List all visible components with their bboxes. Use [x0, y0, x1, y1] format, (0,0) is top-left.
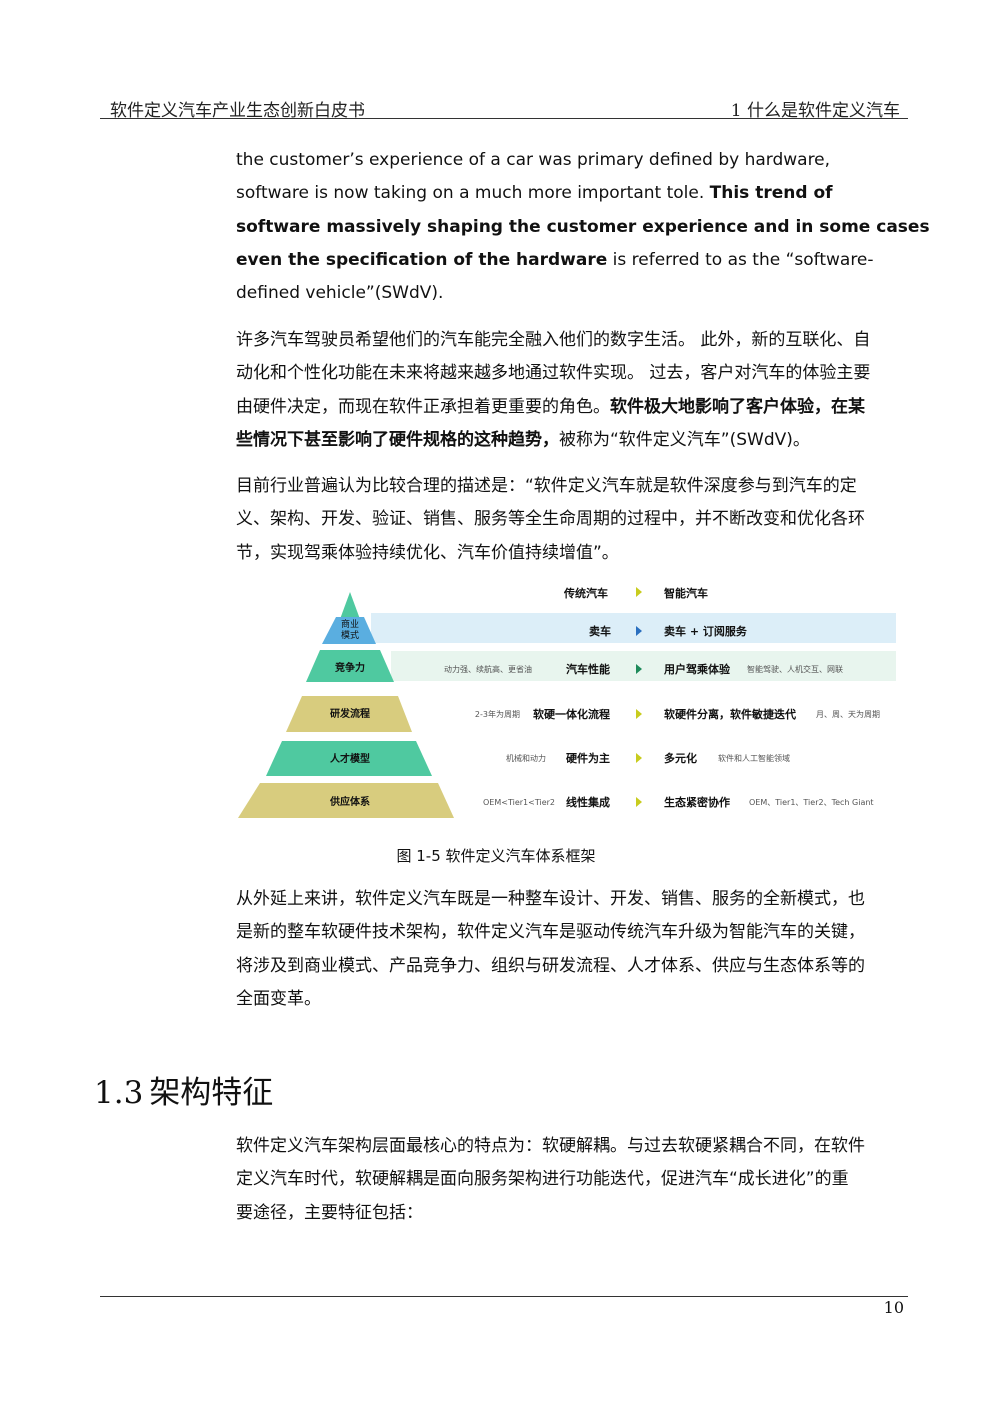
text-line: 目前行业普遍认为比较合理的描述是：“软件定义汽车就是软件深度参与到汽车的定 [236, 476, 857, 496]
text-line: 节，实现驾乘体验持续优化、汽车价值持续增值”。 [236, 542, 619, 563]
paragraph-cn-3: 从外延上来讲，软件定义汽车既是一种整车设计、开发、销售、服务的全新模式，也 是新… [236, 883, 896, 1016]
text-line: 要途径，主要特征包括： [236, 1202, 423, 1223]
tier-label: 人才模型 [330, 752, 370, 765]
text-line: even the specification of the hardware i… [236, 249, 874, 270]
text-line: software massively shaping the customer … [236, 216, 930, 237]
tier-label: 商业 [341, 618, 359, 630]
row-left-label: 硬件为主 [566, 751, 610, 765]
arrow-icon [636, 626, 642, 636]
row-left-label: 软硬一体化流程 [533, 707, 610, 721]
row-right-note: 软件和人工智能领域 [718, 753, 790, 763]
text-line: 从外延上来讲，软件定义汽车既是一种整车设计、开发、销售、服务的全新模式，也 [236, 889, 865, 909]
row-left-note: OEM<Tier1<Tier2 [483, 798, 555, 807]
tier-rd-process [286, 696, 412, 732]
row-right-note: 智能驾驶、人机交互、网联 [747, 664, 843, 674]
arrow-icon [636, 753, 642, 763]
tier-label: 模式 [341, 629, 359, 641]
paragraph-english: the customer’s experience of a car was p… [236, 144, 930, 310]
row-left-label: 卖车 [589, 624, 611, 638]
arrow-icon [636, 797, 642, 807]
text-line: 全面变革。 [236, 988, 321, 1009]
header-rule [100, 118, 908, 119]
row-right-note: OEM、Tier1、Tier2、Tech Giant [749, 798, 874, 807]
figure-caption: 图 1-5 软件定义汽车体系框架 [396, 847, 596, 865]
band-business [371, 613, 896, 643]
row-right-note: 月、周、天为周期 [816, 709, 880, 719]
paragraph-cn-1: 许多汽车驾驶员希望他们的汽车能完全融入他们的数字生活。 此外，新的互联化、自 动… [236, 324, 896, 457]
tier-competitiveness [306, 650, 394, 682]
arrow-icon [636, 709, 642, 719]
row-left-label: 汽车性能 [566, 662, 610, 676]
paragraph-cn-2: 目前行业普遍认为比较合理的描述是：“软件定义汽车就是软件深度参与到汽车的定 义、… [236, 470, 896, 570]
row-right-label: 多元化 [664, 751, 697, 765]
tier-label: 竞争力 [334, 661, 365, 674]
text-line: software is now taking on a much more im… [236, 183, 833, 204]
text-line: 许多汽车驾驶员希望他们的汽车能完全融入他们的数字生活。 此外，新的互联化、自 [236, 330, 871, 350]
running-header-chapter: 1 什么是软件定义汽车 [730, 101, 900, 121]
tier-business-model [322, 617, 376, 644]
text-line: 将涉及到商业模式、产品竞争力、组织与研发流程、人才体系、供应与生态体系等的 [236, 955, 865, 976]
column-header-smart: 智能汽车 [664, 586, 708, 600]
row-left-note: 动力强、续航高、更省油 [444, 664, 532, 674]
row-left-note: 机械和动力 [506, 753, 546, 763]
column-header-traditional: 传统汽车 [563, 586, 608, 600]
text-line: 义、架构、开发、验证、销售、服务等全生命周期的过程中，并不断改变和优化各环 [236, 509, 865, 530]
row-right-label: 用户驾乘体验 [664, 662, 731, 676]
band-competitiveness [391, 651, 896, 681]
text-line: 动化和个性化功能在未来将越来越多地通过软件实现。 过去，客户对汽车的体验主要 [236, 363, 871, 384]
text-line: 是新的整车软硬件技术架构，软件定义汽车是驱动传统汽车升级为智能汽车的关键， [236, 922, 865, 943]
arrow-icon [636, 664, 642, 674]
tier-label: 供应体系 [329, 795, 370, 808]
footer-rule [100, 1296, 908, 1297]
section-title: 架构特征 [149, 1075, 274, 1111]
text-line: 些情况下甚至影响了硬件规格的这种趋势，被称为“软件定义汽车”(SWdV)。 [236, 429, 810, 450]
pyramid-figure: 商业 模式 竞争力 研发流程 人才模型 供应体系 传统汽车 智能汽车 卖车 卖车… [238, 586, 896, 818]
section-number: 1.3 [94, 1075, 144, 1111]
row-left-note: 2-3年为周期 [475, 709, 520, 719]
text-line: 软件定义汽车架构层面最核心的特点为：软硬解耦。与过去软硬紧耦合不同，在软件 [236, 1136, 865, 1156]
row-right-label: 软硬件分离，软件敏捷迭代 [664, 707, 796, 721]
text-line: 定义汽车时代，软硬解耦是面向服务架构进行功能迭代，促进汽车“成长进化”的重 [236, 1169, 849, 1190]
row-left-label: 线性集成 [566, 795, 610, 809]
tier-supply-system [238, 783, 454, 818]
running-header-title: 软件定义汽车产业生态创新白皮书 [110, 101, 365, 121]
text-line: the customer’s experience of a car was p… [236, 150, 831, 170]
page-number: 10 [883, 1298, 904, 1317]
arrow-icon [636, 587, 642, 597]
text-line: 由硬件决定，而现在软件正承担着更重要的角色。软件极大地影响了客户体验，在某 [236, 396, 865, 417]
paragraph-cn-4: 软件定义汽车架构层面最核心的特点为：软硬解耦。与过去软硬紧耦合不同，在软件 定义… [236, 1130, 896, 1230]
tier-talent-model [266, 741, 432, 776]
row-right-label: 生态紧密协作 [664, 795, 730, 809]
tier-label: 研发流程 [330, 707, 370, 720]
row-right-label: 卖车 + 订阅服务 [664, 624, 748, 638]
text-line: defined vehicle”(SWdV). [236, 283, 444, 304]
